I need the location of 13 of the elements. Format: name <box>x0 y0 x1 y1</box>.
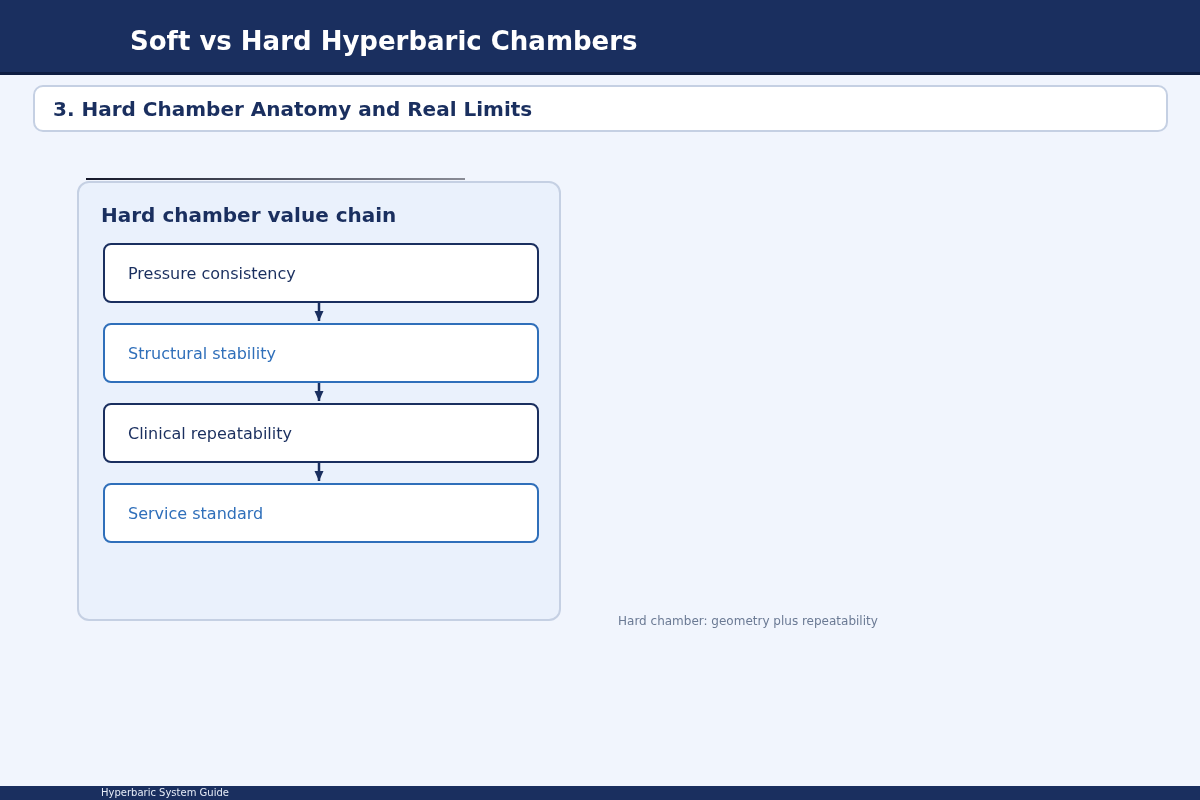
figure-caption: Hard chamber: geometry plus repeatability <box>618 613 878 630</box>
step-box: Structural stability <box>103 323 539 383</box>
arrow <box>314 461 324 481</box>
footer-text: Hyperbaric System Guide <box>101 786 229 800</box>
chain-panel <box>77 181 561 621</box>
page-title: Soft vs Hard Hyperbaric Chambers <box>130 25 638 58</box>
step-box: Pressure consistency <box>103 243 539 303</box>
step-box: Clinical repeatability <box>103 403 539 463</box>
arrow <box>314 381 324 401</box>
section-heading-box: 3. Hard Chamber Anatomy and Real Limits <box>33 85 1168 132</box>
step-box: Service standard <box>103 483 539 543</box>
arrow <box>314 301 324 321</box>
panel-heading: Hard chamber value chain <box>101 202 397 229</box>
